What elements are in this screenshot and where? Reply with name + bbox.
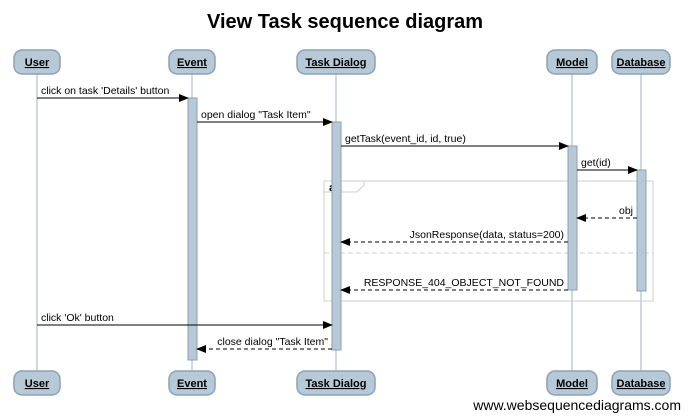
participant-label: Model — [556, 57, 588, 69]
message-label: close dialog "Task Item" — [217, 336, 328, 348]
participant-box — [168, 49, 216, 75]
message-label: JsonResponse(data, status=200) — [410, 229, 564, 241]
participant-user-top: User — [13, 49, 61, 75]
activation-database — [636, 169, 647, 292]
participant-label: User — [25, 378, 50, 390]
participant-event-bottom: Event — [168, 370, 216, 396]
participant-database-bottom: Database — [611, 370, 671, 396]
message-label: getTask(event_id, id, true) — [345, 133, 466, 145]
alt-frame — [323, 180, 654, 302]
diagram-title: View Task sequence diagram — [207, 11, 483, 33]
participant-label: Database — [617, 57, 666, 69]
participant-model-top: Model — [546, 49, 598, 75]
participant-box — [13, 49, 61, 75]
participant-box — [168, 370, 216, 396]
message-label: obj — [619, 205, 633, 217]
participant-label: Database — [617, 378, 666, 390]
activation-event — [187, 97, 198, 361]
participant-box — [296, 49, 376, 75]
message-5: obj — [576, 205, 637, 222]
message-label: click on task 'Details' button — [41, 85, 169, 97]
participant-user-bottom: User — [13, 370, 61, 396]
participant-label: Event — [177, 57, 207, 69]
participant-task-dialog-bottom: Task Dialog — [296, 370, 376, 396]
participant-box — [546, 370, 598, 396]
participant-box — [13, 370, 61, 396]
message-4: get(id) — [577, 157, 638, 174]
participant-label: Task Dialog — [306, 378, 367, 390]
participant-box — [296, 370, 376, 396]
message-3: getTask(event_id, id, true) — [341, 133, 569, 150]
message-6: JsonResponse(data, status=200) — [340, 229, 568, 246]
participant-label: Model — [556, 378, 588, 390]
message-8: click 'Ok' button — [37, 312, 333, 329]
message-label: get(id) — [581, 157, 611, 169]
participant-box — [546, 49, 598, 75]
message-label: click 'Ok' button — [41, 312, 114, 324]
messages: click on task 'Details' button open dialo… — [37, 85, 638, 353]
participant-box — [611, 49, 671, 75]
activation-task-dialog — [331, 121, 342, 351]
activation-model — [567, 145, 578, 291]
message-9: close dialog "Task Item" — [196, 336, 332, 353]
message-label: open dialog "Task Item" — [201, 109, 311, 121]
participant-database-top: Database — [611, 49, 671, 75]
message-label: RESPONSE_404_OBJECT_NOT_FOUND — [364, 277, 565, 289]
participant-model-bottom: Model — [546, 370, 598, 396]
participant-event-top: Event — [168, 49, 216, 75]
watermark: www.websequencediagrams.com — [472, 397, 681, 413]
participants-bottom: User Event Task Dialog Model Database — [13, 370, 671, 396]
participants-top: User Event Task Dialog Model Database — [13, 49, 671, 75]
participant-label: Event — [177, 378, 207, 390]
message-1: click on task 'Details' button — [37, 85, 189, 102]
participant-box — [611, 370, 671, 396]
participant-label: Task Dialog — [306, 57, 367, 69]
message-2: open dialog "Task Item" — [197, 109, 333, 126]
participant-task-dialog-top: Task Dialog — [296, 49, 376, 75]
message-7: RESPONSE_404_OBJECT_NOT_FOUND — [340, 277, 568, 294]
participant-label: User — [25, 57, 50, 69]
